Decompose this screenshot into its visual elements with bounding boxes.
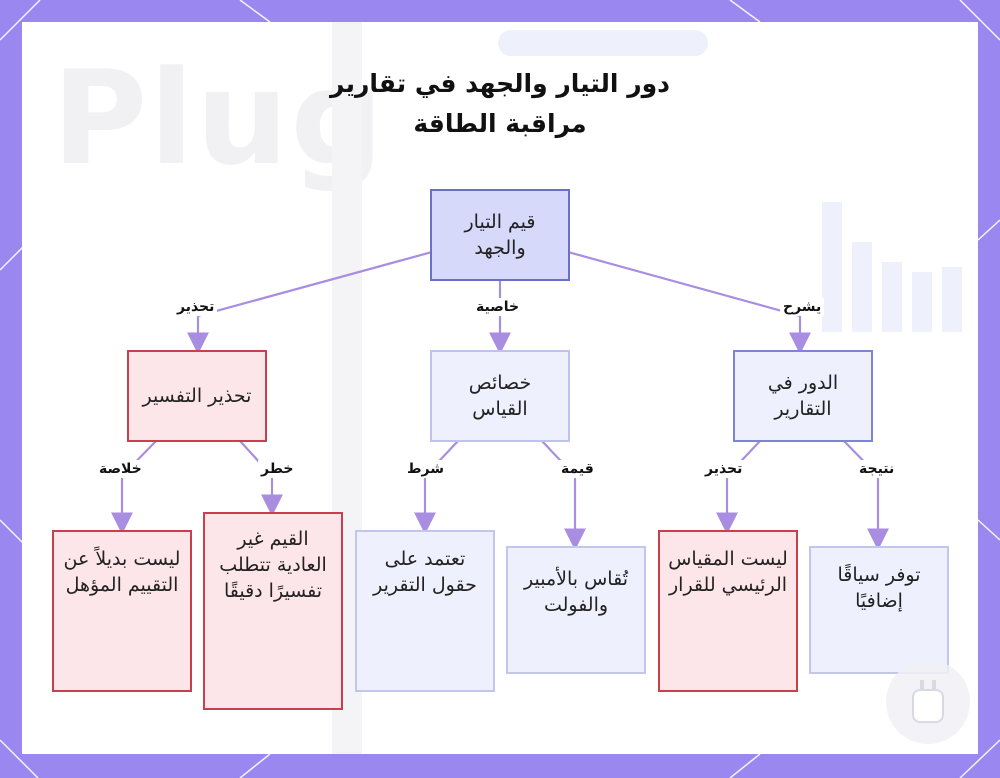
node-interpretation-warning: تحذير التفسير <box>127 350 267 442</box>
node-not-main-meter: ليست المقياس الرئيسي للقرار <box>658 530 798 692</box>
node-abnormal-values: القيم غير العادية تتطلب تفسيرًا دقيقًا <box>203 512 343 710</box>
background-watermark: Plug <box>52 42 386 194</box>
node-not-alternative: ليست بديلاً عن التقييم المؤهل <box>52 530 192 692</box>
plug-badge <box>886 660 970 744</box>
edge-role-warning <box>716 440 761 535</box>
edge-label-property: خاصية <box>473 298 523 316</box>
edge-label-warning: تحذير <box>174 298 218 316</box>
background-bar <box>852 242 872 332</box>
edge-label-warning-2: تحذير <box>702 460 746 478</box>
node-measured-units: تُقاس بالأمبير والفولت <box>506 546 646 674</box>
edge-root-warning <box>187 250 433 355</box>
edge-label-conclusion: خلاصة <box>96 460 145 478</box>
node-depends-on-fields: تعتمد على حقول التقرير <box>355 530 495 692</box>
background-bar <box>498 30 708 56</box>
edge-properties-value <box>541 440 586 551</box>
edge-label-result: نتيجة <box>856 460 898 478</box>
background-bar <box>822 202 842 332</box>
plug-icon <box>912 680 944 723</box>
node-measurement-properties: خصائص القياس <box>430 350 570 442</box>
edge-label-explains: يشرح <box>780 298 825 316</box>
background-bar <box>882 262 902 332</box>
edge-label-value: قيمة <box>558 460 597 478</box>
edge-role-result <box>843 440 889 551</box>
edge-label-risk: خطر <box>258 460 297 478</box>
edge-root-role <box>567 250 811 355</box>
node-role-in-reports: الدور في التقارير <box>733 350 873 442</box>
node-extra-context: توفر سياقًا إضافيًا <box>809 546 949 674</box>
edge-warning-conclusion <box>111 440 157 535</box>
diagram-title: دور التيار والجهد في تقارير مراقبة الطاق… <box>330 69 670 138</box>
edge-label-condition: شرط <box>404 460 448 478</box>
node-root: قيم التيار والجهد <box>430 189 570 281</box>
edge-properties-condition <box>414 440 459 535</box>
background-bar <box>942 267 962 332</box>
background-bar <box>912 272 932 332</box>
